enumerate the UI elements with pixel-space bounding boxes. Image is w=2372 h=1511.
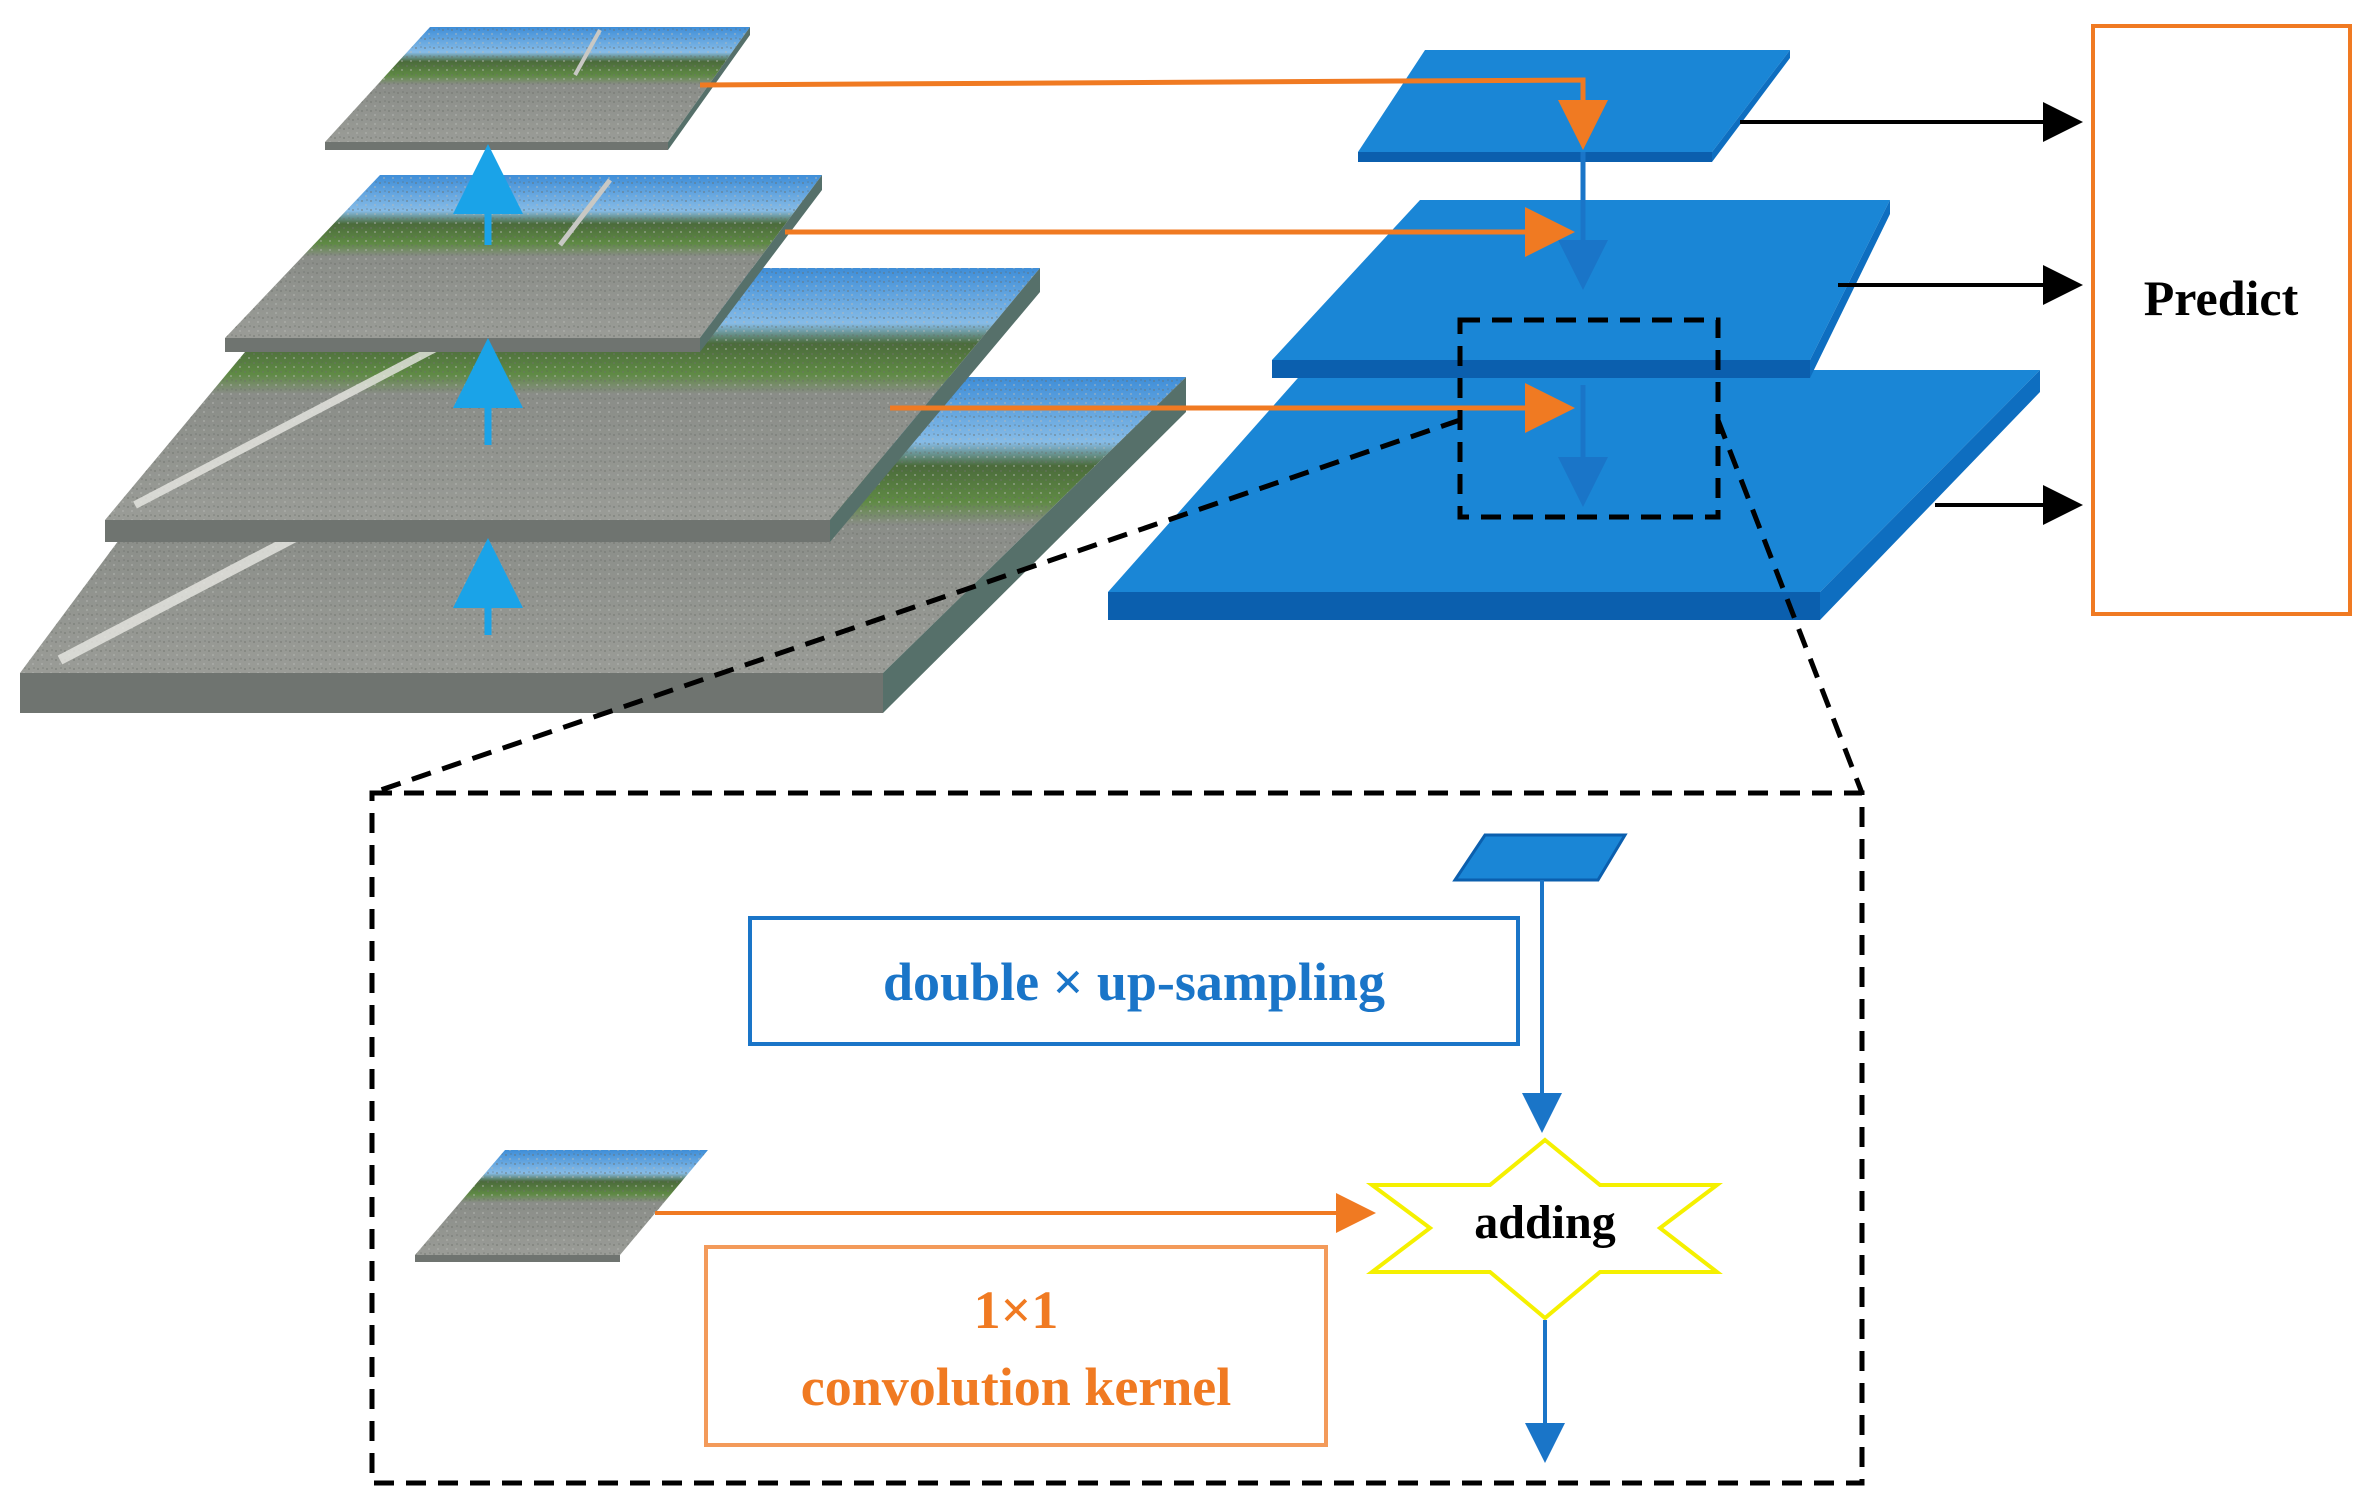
zoom-indicator	[371, 317, 1865, 796]
adding-star	[1365, 1137, 1723, 1321]
predict-box	[2091, 24, 2352, 616]
lateral-arrow-top	[699, 77, 1608, 150]
predict-label: Predict	[2144, 270, 2299, 326]
feature-layer-top	[1358, 50, 1790, 162]
image-layer-top	[325, 27, 750, 150]
conv-label-line2: convolution kernel	[801, 1357, 1232, 1417]
image-pyramid	[20, 27, 1186, 713]
upsampling-label: double × up-sampling	[883, 952, 1385, 1012]
upsampling-box	[748, 916, 1520, 1046]
detail-image-map	[415, 1150, 708, 1262]
detail-feature-map	[1452, 833, 1628, 882]
conv-label-line1: 1×1	[974, 1280, 1059, 1340]
adding-label: adding	[1474, 1196, 1615, 1249]
feature-pyramid	[1108, 50, 2040, 620]
prediction-outputs: Predict	[1740, 24, 2352, 616]
conv-box	[704, 1245, 1328, 1447]
image-layer-third	[105, 268, 1040, 542]
zoom-region	[1457, 317, 1721, 520]
zoom-line-right	[1715, 419, 1865, 794]
image-layer-second	[225, 175, 822, 352]
detail-panel: double × up-sampling 1×1 convolution ker…	[369, 790, 1865, 1486]
lateral-connections	[699, 77, 1608, 433]
